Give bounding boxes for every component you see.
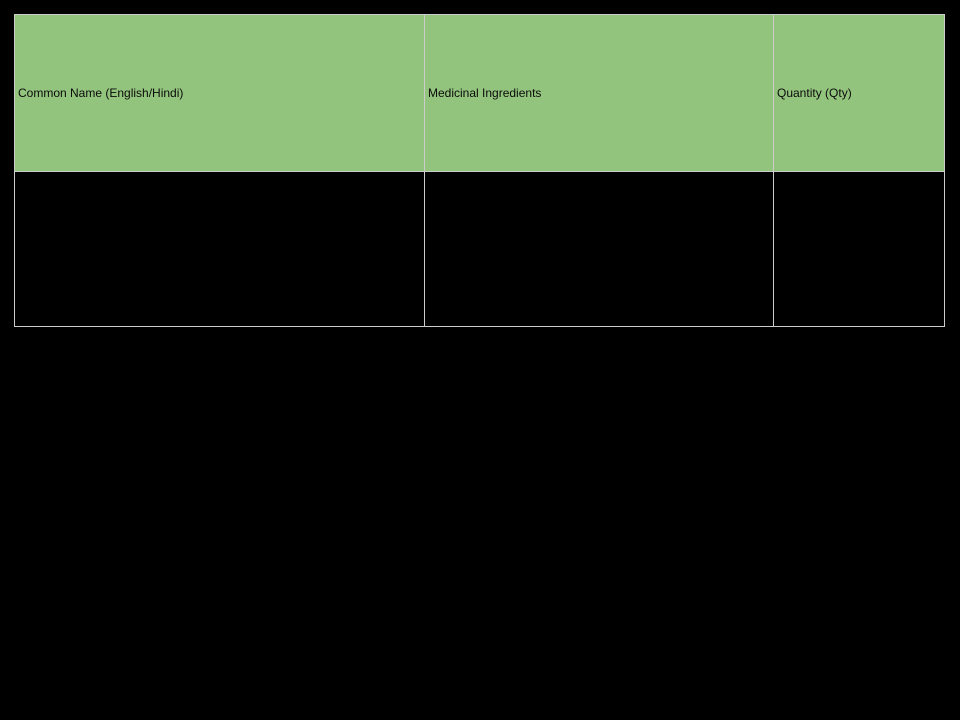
table-container: Common Name (English/Hindi) Medicinal In… — [14, 14, 945, 327]
table-cell-common-name[interactable] — [14, 171, 425, 327]
column-header-common-name: Common Name (English/Hindi) — [14, 14, 425, 172]
table-header: Common Name (English/Hindi) Medicinal In… — [14, 14, 945, 172]
column-header-quantity-label: Quantity (Qty) — [777, 86, 852, 100]
column-header-quantity: Quantity (Qty) — [773, 14, 945, 172]
table-cell-medicinal-ingredients[interactable] — [424, 171, 774, 327]
table-cell-quantity[interactable] — [773, 171, 945, 327]
table-header-row: Common Name (English/Hindi) Medicinal In… — [14, 14, 945, 172]
table-body — [14, 171, 945, 327]
medicinal-ingredients-table: Common Name (English/Hindi) Medicinal In… — [14, 14, 945, 327]
table-row — [14, 171, 945, 327]
column-header-medicinal-ingredients-label: Medicinal Ingredients — [428, 86, 542, 100]
column-header-medicinal-ingredients: Medicinal Ingredients — [424, 14, 774, 172]
column-header-common-name-label: Common Name (English/Hindi) — [18, 86, 184, 100]
